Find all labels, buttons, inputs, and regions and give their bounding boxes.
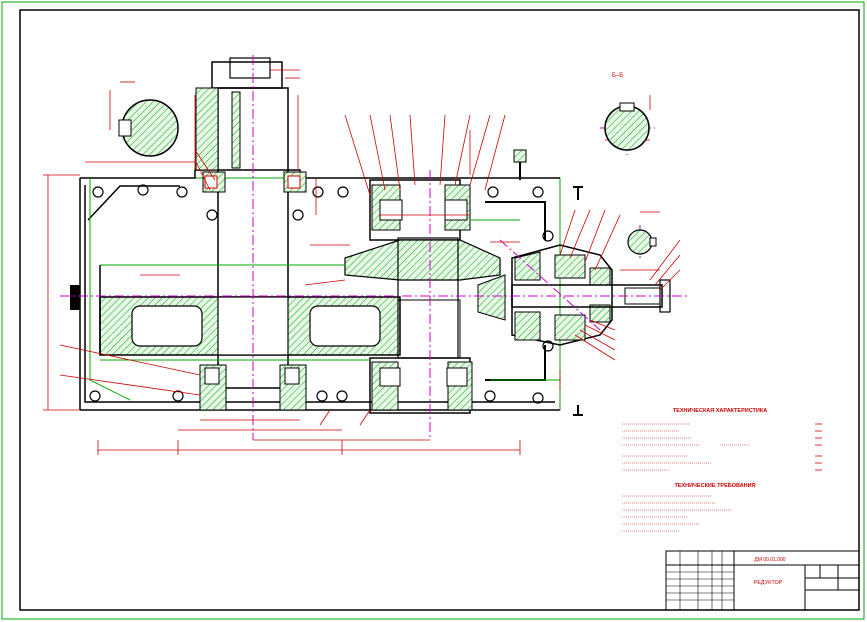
top-bolts <box>92 184 544 221</box>
leader-lines <box>59 69 681 426</box>
section-b-label: Б–Б <box>612 73 623 79</box>
tech-characteristics-title: ТЕХНИЧЕСКАЯ ХАРАКТЕРИСТИКА <box>673 408 767 414</box>
bevel-gear <box>344 239 501 281</box>
section-view-left <box>118 99 179 157</box>
title-block <box>665 550 860 611</box>
tech-requirements-block: ТЕХНИЧЕСКИЕ ТРЕБОВАНИЯ <box>622 483 756 532</box>
section-markers <box>573 186 583 416</box>
dimension-lines <box>43 81 660 455</box>
tech-characteristics-block: ТЕХНИЧЕСКАЯ ХАРАКТЕРИСТИКА <box>622 408 822 471</box>
section-view-small <box>627 229 657 255</box>
gearbox-assembly <box>60 55 690 440</box>
title-designation: ДМ 00.01.000 <box>754 557 785 563</box>
title-name: РЕДУКТОР <box>754 580 783 586</box>
tech-requirements-title: ТЕХНИЧЕСКИЕ ТРЕБОВАНИЯ <box>674 483 755 489</box>
section-view-b: Б–Б <box>604 73 650 151</box>
inner-frame <box>19 9 860 611</box>
